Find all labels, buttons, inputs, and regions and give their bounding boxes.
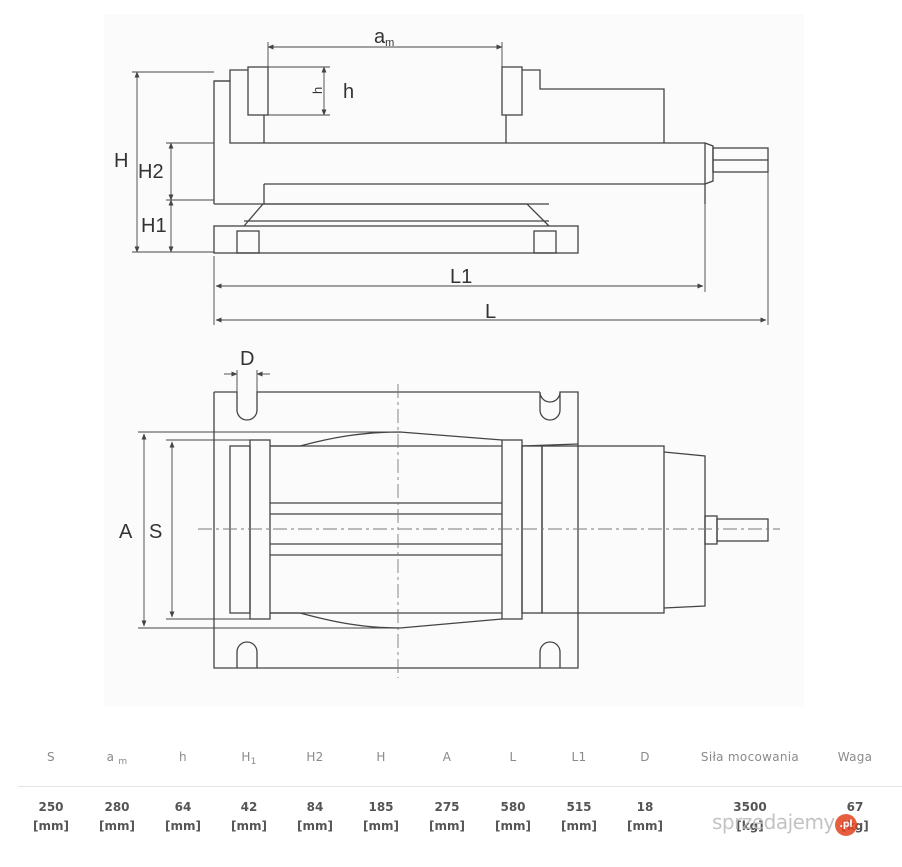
label-h: h xyxy=(343,81,354,103)
table-header-row: S a m h H1 H2 H A L L1 D Siła mocowania … xyxy=(0,750,902,790)
header-h: h xyxy=(179,750,187,764)
watermark: sprzedajemy.pl xyxy=(712,810,857,836)
diagram-labels: am h h H H2 H1 L1 L D A S xyxy=(114,26,496,543)
label-S: S xyxy=(149,521,162,543)
value-am: 280[mm] xyxy=(99,800,135,833)
value-A: 275[mm] xyxy=(429,800,465,833)
value-H1: 42[mm] xyxy=(231,800,267,833)
drawing-panel xyxy=(104,14,804,707)
table-values-row: 250[mm] 280[mm] 64[mm] 42[mm] 84[mm] 185… xyxy=(0,798,902,838)
header-clamping-force: Siła mocowania xyxy=(700,750,800,764)
label-H: H xyxy=(114,150,128,172)
header-A: A xyxy=(442,750,452,764)
header-S: S xyxy=(47,750,55,764)
center-lines xyxy=(198,384,780,678)
label-L: L xyxy=(485,301,496,323)
header-am: a m xyxy=(106,750,128,767)
label-H1: H1 xyxy=(141,215,167,237)
label-L1: L1 xyxy=(450,266,472,288)
value-S: 250[mm] xyxy=(33,800,69,833)
header-L: L xyxy=(509,750,517,764)
header-H2: H2 xyxy=(306,750,324,764)
header-H: H xyxy=(376,750,386,764)
side-view xyxy=(213,66,769,254)
value-D: 18[mm] xyxy=(627,800,663,833)
side-view-dimensions xyxy=(132,42,769,325)
label-A: A xyxy=(119,521,133,543)
header-H1: H1 xyxy=(241,750,257,767)
top-view xyxy=(213,391,769,669)
value-h: 64[mm] xyxy=(165,800,201,833)
label-am: am xyxy=(374,26,394,49)
top-view-dimensions xyxy=(138,370,400,629)
header-L1: L1 xyxy=(571,750,587,764)
value-L: 580[mm] xyxy=(495,800,531,833)
value-H2: 84[mm] xyxy=(297,800,333,833)
label-h-small: h xyxy=(310,87,325,94)
value-clamping-force: 3500[kg] xyxy=(733,800,767,833)
watermark-text: sprzedajemy xyxy=(712,810,835,834)
watermark-badge: .pl xyxy=(834,814,857,836)
header-D: D xyxy=(640,750,650,764)
table-separator xyxy=(18,786,902,787)
value-L1: 515[mm] xyxy=(561,800,597,833)
label-H2: H2 xyxy=(138,161,164,183)
label-D: D xyxy=(240,348,254,370)
header-weight: Waga xyxy=(837,750,873,764)
value-H: 185[mm] xyxy=(363,800,399,833)
